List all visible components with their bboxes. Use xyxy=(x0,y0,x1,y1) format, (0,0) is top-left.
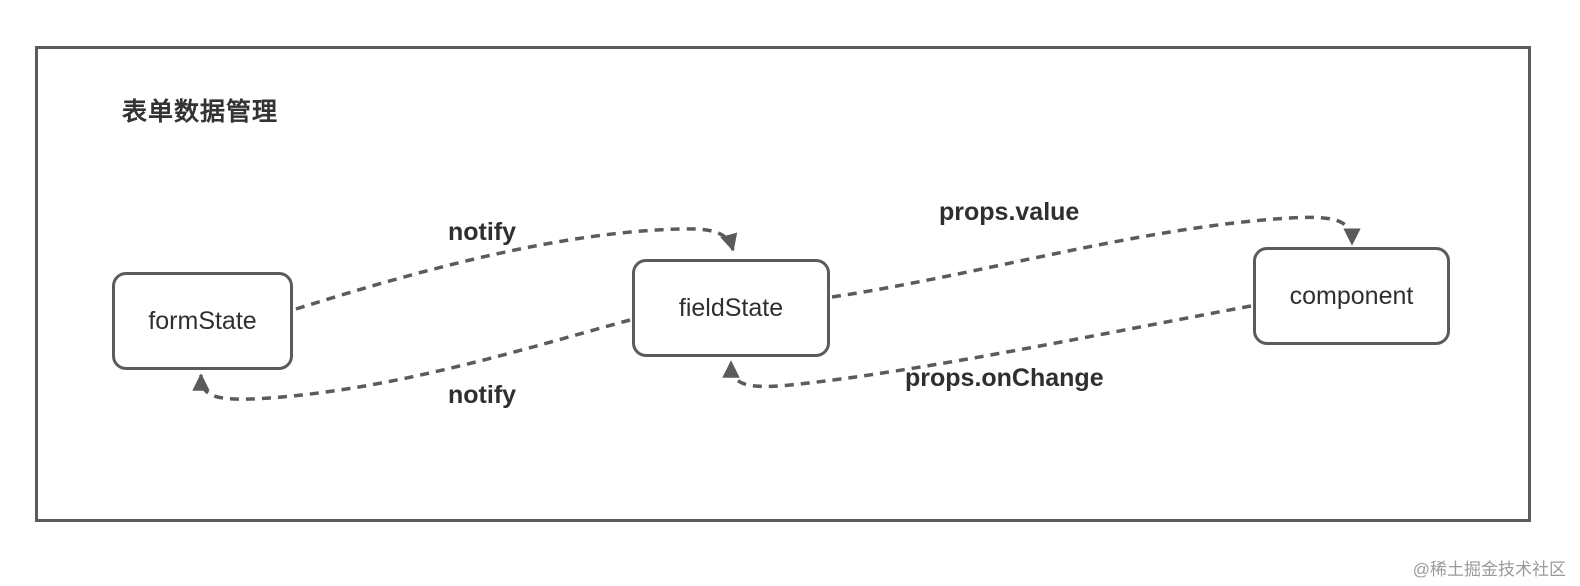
edge-label-notify-bottom: notify xyxy=(448,381,517,409)
edge-label-props-onchange: props.onChange xyxy=(905,364,1104,392)
node-form-state-label: formState xyxy=(148,306,257,335)
node-field-state: fieldState xyxy=(632,259,830,357)
edge-field-to-component xyxy=(831,215,1361,299)
diagram-title: 表单数据管理 xyxy=(122,98,279,126)
node-component: component xyxy=(1253,247,1450,345)
edge-label-props-value: props.value xyxy=(939,198,1080,226)
node-form-state: formState xyxy=(112,272,293,370)
node-component-label: component xyxy=(1289,281,1414,310)
diagram-frame xyxy=(35,46,1531,522)
edge-component-to-field xyxy=(722,304,1252,389)
watermark-text: @稀土掘金技术社区 xyxy=(1412,560,1566,579)
node-field-state-label: fieldState xyxy=(678,293,784,322)
edge-form-to-field xyxy=(295,227,738,311)
edge-label-notify-top: notify xyxy=(448,218,517,246)
edge-field-to-form xyxy=(192,318,631,401)
